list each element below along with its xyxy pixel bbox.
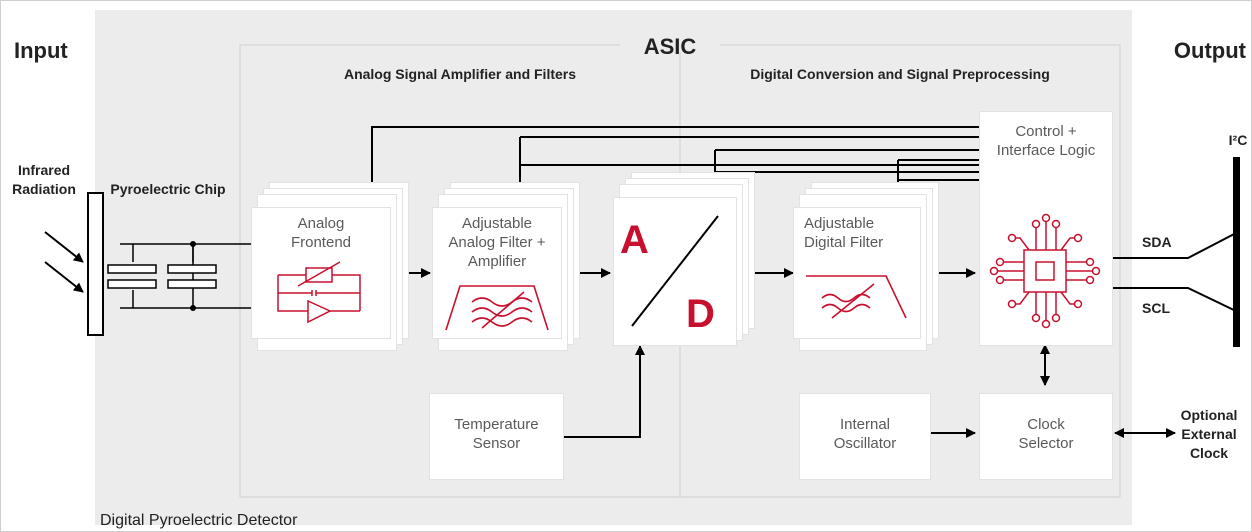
internal-oscillator-label: Internal Oscillator xyxy=(833,416,897,452)
analog-frontend-label: Analog Frontend xyxy=(290,215,352,251)
optional-clock-label: Optional External Clock xyxy=(1180,407,1238,461)
digital-filter-label: Adjustable Digital Filter xyxy=(804,215,884,251)
i2c-bus xyxy=(1233,157,1240,347)
control-logic-label: Control + Interface Logic xyxy=(996,123,1096,159)
digital-filter-icon xyxy=(806,275,907,319)
analog-filter-icon xyxy=(445,285,549,331)
analog-section-title: Analog Signal Amplifier and Filters xyxy=(343,66,577,82)
temperature-sensor-label: Temperature Sensor xyxy=(454,416,539,452)
i2c-label: I²C xyxy=(1228,132,1248,148)
internal-oscillator-block: Internal Oscillator xyxy=(800,394,930,479)
ir-window xyxy=(87,192,104,336)
control-logic-block: Control + Interface Logic xyxy=(980,112,1112,345)
digital-filter-block: Adjustable Digital Filter xyxy=(794,208,920,338)
frontend-circuit-icon xyxy=(277,261,361,324)
ad-a-label: A xyxy=(620,218,649,262)
input-heading: Input xyxy=(14,38,68,63)
clock-selector-label: Clock Selector xyxy=(1018,416,1074,452)
sda-label: SDA xyxy=(1142,234,1172,250)
detector-label: Digital Pyroelectric Detector xyxy=(100,512,298,529)
ad-converter-block: A D xyxy=(614,198,736,345)
scl-label: SCL xyxy=(1142,300,1170,316)
chip-icon xyxy=(989,213,1101,329)
ad-d-label: D xyxy=(686,292,715,336)
analog-filter-block: Adjustable Analog Filter + Amplifier xyxy=(433,208,561,338)
pyro-chip-label: Pyroelectric Chip xyxy=(110,181,226,197)
analog-frontend-block: Analog Frontend xyxy=(252,208,390,338)
digital-section-title: Digital Conversion and Signal Preprocess… xyxy=(750,66,1050,82)
temperature-sensor-block: Temperature Sensor xyxy=(430,394,563,479)
infrared-label: Infrared Radiation xyxy=(12,162,76,197)
output-heading: Output xyxy=(1173,38,1246,63)
analog-filter-label: Adjustable Analog Filter + Amplifier xyxy=(448,215,546,270)
ad-divider-line xyxy=(631,215,719,327)
clock-selector-block: Clock Selector xyxy=(980,394,1112,479)
asic-heading: ASIC xyxy=(643,34,697,59)
